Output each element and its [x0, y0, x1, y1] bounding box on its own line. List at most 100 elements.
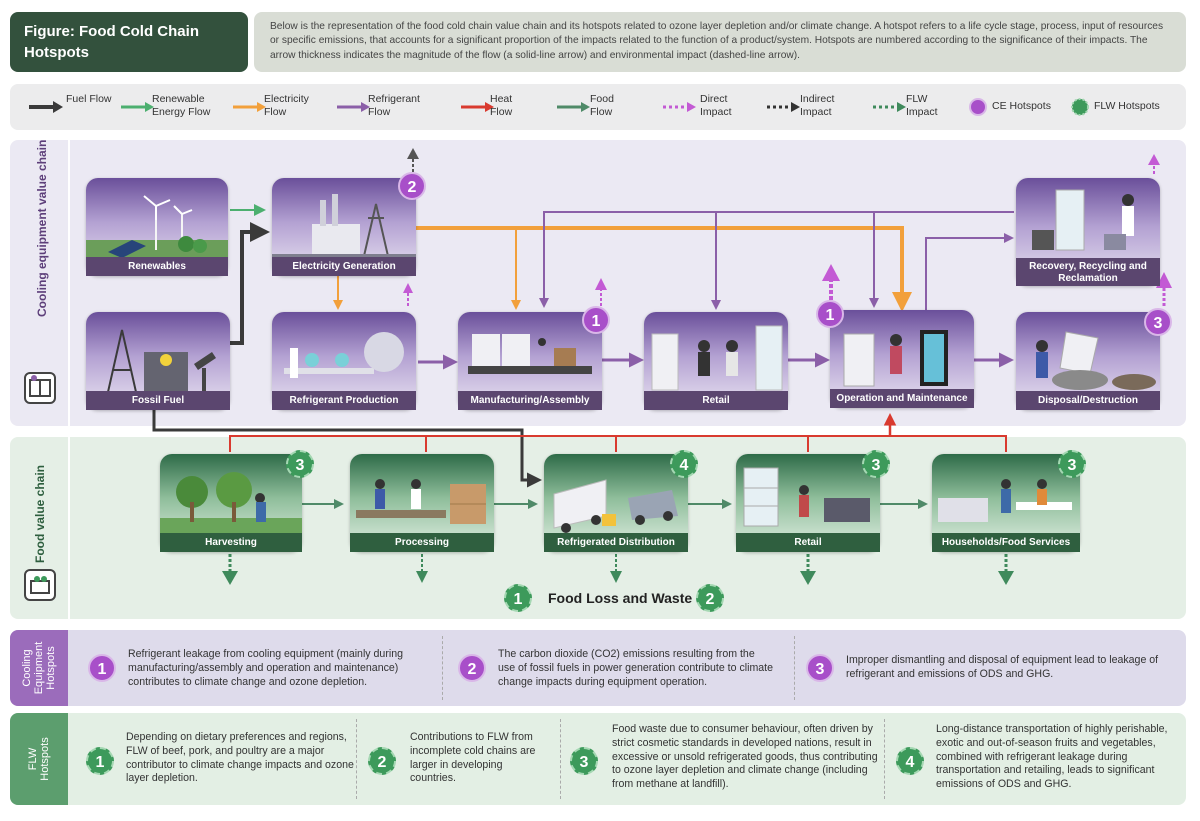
node-retail-food-label: Retail	[736, 533, 880, 552]
legend-flw-hotspots: FLW Hotspots	[1094, 100, 1160, 112]
fuel-to-electricity-arrow	[230, 222, 270, 345]
direct-impact-arrow-icon	[663, 102, 696, 112]
ce-hotspot-item-2-badge: 2	[458, 654, 486, 682]
flw-impact-distribution	[610, 554, 622, 583]
flw-center-badge-1: 1	[504, 584, 532, 612]
direct-impact-recovery	[1148, 154, 1160, 174]
flw-impact-harvesting	[222, 554, 238, 585]
node-electricity-label: Electricity Generation	[272, 257, 416, 276]
node-refrigerated-distribution: Refrigerated Distribution 4	[544, 450, 698, 552]
fuel-to-distribution-arrow	[152, 410, 542, 488]
recycling-icon	[1032, 189, 1134, 251]
heat-flow-line	[229, 435, 1007, 452]
node-disposal-destruction: Disposal/Destruction 3	[1016, 308, 1172, 410]
direct-impact-refrigerant	[403, 283, 413, 306]
flw-hotspot-badge-distribution: 4	[670, 450, 698, 478]
flw-hotspot-item-3-text: Food waste due to consumer behaviour, of…	[612, 723, 878, 791]
fridges-icon	[843, 330, 948, 387]
node-harvesting: Harvesting 3	[160, 450, 314, 552]
food-flow-arrow-icon	[557, 102, 590, 112]
node-households-food-services: Households/Food Services 3	[932, 450, 1086, 552]
legend-indirect-impact: Indirect Impact	[800, 93, 835, 118]
ce-hotspot-circle-icon	[969, 98, 987, 116]
node-manufacturing-label: Manufacturing/Assembly	[458, 391, 602, 410]
legend-direct-impact: Direct Impact	[700, 93, 732, 118]
node-distribution-label: Refrigerated Distribution	[544, 533, 688, 552]
node-retail-label: Retail	[644, 391, 788, 410]
flw-hotspot-item-2-badge: 2	[368, 747, 396, 775]
assembly-line-icon	[468, 334, 592, 374]
flw-hotspot-item-2-text: Contributions to FLW from incomplete col…	[410, 731, 536, 785]
node-fossil-fuel: Fossil Fuel	[86, 312, 230, 410]
direct-impact-operation	[822, 264, 840, 300]
node-manufacturing-assembly: Manufacturing/Assembly 1	[458, 306, 610, 410]
node-households-label: Households/Food Services	[932, 533, 1080, 552]
flw-hotspot-item-3-badge: 3	[570, 747, 598, 775]
ce-hotspot-badge-2: 2	[398, 172, 426, 200]
ce-hotspot-item-3-badge: 3	[806, 654, 834, 682]
food-chain-sidebar: Food value chain	[10, 437, 70, 619]
node-harvesting-label: Harvesting	[160, 533, 302, 552]
ce-hotspot-badge-3-disposal: 3	[1144, 308, 1172, 336]
indirect-impact-arrow-icon	[767, 102, 800, 112]
figure-title: Figure: Food Cold Chain Hotspots	[10, 12, 248, 72]
supermarket-icon	[743, 467, 870, 527]
ce-hotspot-item-1-badge: 1	[88, 654, 116, 682]
kitchen-dining-icon	[938, 479, 1072, 522]
flw-hotspot-badge-households: 3	[1058, 450, 1086, 478]
flw-hotspots-label: FLW Hotspots	[27, 737, 51, 781]
node-refrigerant-label: Refrigerant Production	[272, 391, 416, 410]
legend-fuel-flow: Fuel Flow	[66, 93, 112, 105]
flw-hotspots-panel: FLW Hotspots 1 Depending on dietary pref…	[10, 713, 1186, 805]
food-basket-icon	[24, 569, 56, 601]
refrigerated-truck-icon	[553, 479, 678, 533]
figure-title-text: Figure: Food Cold Chain Hotspots	[24, 23, 199, 61]
ce-hotspots-label: Cooling Equipment Hotspots	[21, 641, 57, 695]
packing-icon	[356, 479, 486, 524]
wind-solar-icon	[86, 195, 228, 258]
ce-hotspots-panel: Cooling Equipment Hotspots 1 Refrigerant…	[10, 630, 1186, 706]
node-processing-label: Processing	[350, 533, 494, 552]
node-retail-food: Retail 3	[736, 450, 890, 552]
recovery-to-manufacturing-arrow	[539, 211, 1014, 308]
node-recovery-recycling: Recovery, Recycling and Reclamation	[1016, 178, 1160, 286]
legend-refrigerant-flow: Refrigerant Flow	[368, 93, 420, 118]
flw-hotspot-item-4-text: Long-distance transportation of highly p…	[936, 723, 1168, 791]
legend-food-flow: Food Flow	[590, 93, 614, 118]
fridge-icon	[24, 372, 56, 404]
ce-hotspot-badge-1-manufacturing: 1	[582, 306, 610, 334]
ce-hotspot-item-1-text: Refrigerant leakage from cooling equipme…	[128, 648, 403, 688]
indirect-impact-electricity	[407, 148, 419, 172]
operation-to-recovery-arrow	[925, 233, 1014, 310]
ce-hotspot-item-3-text: Improper dismantling and disposal of equ…	[846, 654, 1159, 680]
legend-electricity-flow: Electricity Flow	[264, 93, 309, 118]
legend-renewable-flow: Renewable Energy Flow	[152, 93, 211, 118]
flw-hotspots-sidebar: FLW Hotspots	[10, 713, 68, 805]
node-electricity-generation: Electricity Generation 2	[272, 172, 426, 276]
flw-hotspot-item-1-text: Depending on dietary preferences and reg…	[126, 731, 354, 785]
flw-impact-retail	[800, 554, 816, 585]
flw-hotspot-badge-retail: 3	[862, 450, 890, 478]
divider	[794, 636, 795, 700]
legend-ce-hotspots: CE Hotspots	[992, 100, 1051, 112]
food-loss-waste-label: Food Loss and Waste	[548, 590, 693, 606]
cooling-chain-sidebar: Cooling equipment value chain	[10, 140, 70, 426]
divider	[560, 719, 561, 799]
node-operation-maintenance: Operation and Maintenance	[830, 310, 974, 408]
refrigerant-flow-arrow-icon	[337, 102, 370, 112]
direct-impact-manufacturing	[595, 278, 607, 306]
node-renewables-label: Renewables	[86, 257, 228, 276]
flw-hotspot-badge-harvesting: 3	[286, 450, 314, 478]
appliance-shop-icon	[651, 325, 783, 391]
node-retail-cooling: Retail	[644, 312, 788, 410]
node-disposal-label: Disposal/Destruction	[1016, 391, 1160, 410]
flw-hotspot-item-4-badge: 4	[896, 747, 924, 775]
node-processing: Processing	[350, 454, 494, 552]
flw-impact-households	[998, 554, 1014, 585]
node-refrigerant-production: Refrigerant Production	[272, 312, 416, 410]
orchard-icon	[160, 472, 302, 534]
direct-impact-disposal	[1156, 272, 1172, 306]
node-renewables: Renewables	[86, 178, 228, 276]
intro-text: Below is the representation of the food …	[254, 12, 1186, 72]
node-fossil-label: Fossil Fuel	[86, 391, 230, 410]
